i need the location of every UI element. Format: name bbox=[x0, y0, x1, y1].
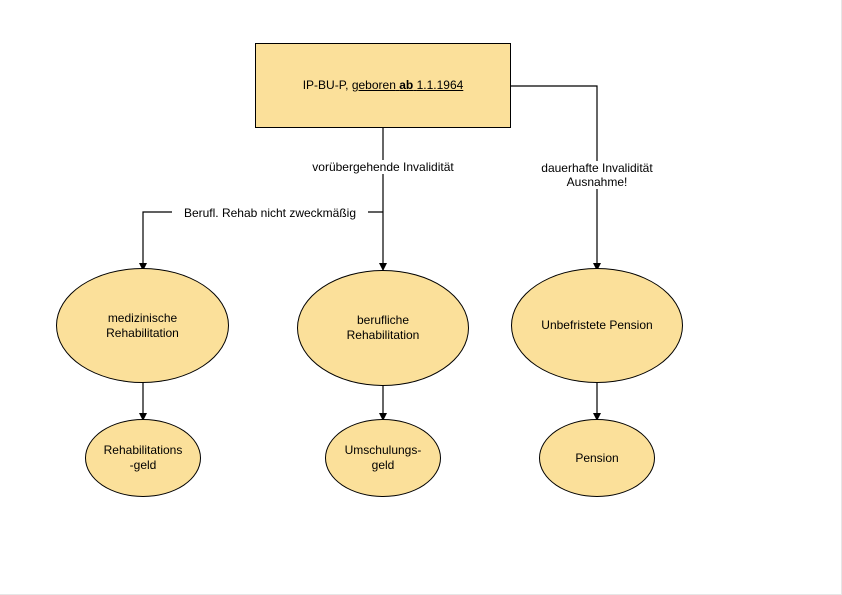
node-rehab-money: Rehabilitations -geld bbox=[85, 419, 201, 497]
root-prefix: IP-BU-P, bbox=[302, 78, 352, 92]
root-ab: ab bbox=[399, 78, 414, 92]
node-retraining-money-line1: Umschulungs- bbox=[344, 443, 422, 457]
node-unlimited-pension: Unbefristete Pension bbox=[511, 268, 683, 383]
node-retraining-money: Umschulungs- geld bbox=[325, 419, 441, 497]
node-rehab-money-line2: -geld bbox=[129, 458, 157, 472]
node-rehab-money-line1: Rehabilitations bbox=[103, 443, 183, 457]
root-date: 1.1.1964 bbox=[416, 78, 464, 92]
node-pension-label: Pension bbox=[575, 450, 619, 465]
edge-label-permanent: dauerhafte Invalidität Ausnahme! bbox=[525, 161, 669, 189]
edge-permanent bbox=[511, 85, 601, 271]
root-geboren: geboren bbox=[351, 78, 396, 92]
edge-label-permanent-line1: dauerhafte Invalidität bbox=[541, 161, 653, 175]
edge-label-permanent-line2: Ausnahme! bbox=[566, 175, 628, 189]
node-vocational-rehabilitation: berufliche Rehabilitation bbox=[297, 270, 469, 386]
node-pension: Pension bbox=[539, 419, 655, 497]
edge-label-temporary: vorübergehende Invalidität bbox=[297, 160, 469, 174]
node-unlimited-pension-label: Unbefristete Pension bbox=[541, 318, 653, 332]
edge-not-useful bbox=[139, 211, 383, 271]
root-label: IP-BU-P, geboren ab 1.1.1964 bbox=[303, 78, 464, 93]
node-vocational-rehabilitation-line2: Rehabilitation bbox=[346, 328, 420, 342]
node-retraining-money-line2: geld bbox=[371, 458, 395, 472]
edge-label-not-useful: Berufl. Rehab nicht zweckmäßig bbox=[172, 206, 368, 220]
node-medical-rehabilitation-line2: Rehabilitation bbox=[106, 325, 179, 340]
root-node: IP-BU-P, geboren ab 1.1.1964 bbox=[255, 43, 511, 128]
node-medical-rehabilitation-line1: medizinische bbox=[107, 310, 178, 325]
node-vocational-rehabilitation-line1: berufliche bbox=[356, 313, 410, 327]
node-medical-rehabilitation: medizinische Rehabilitation bbox=[56, 268, 229, 383]
